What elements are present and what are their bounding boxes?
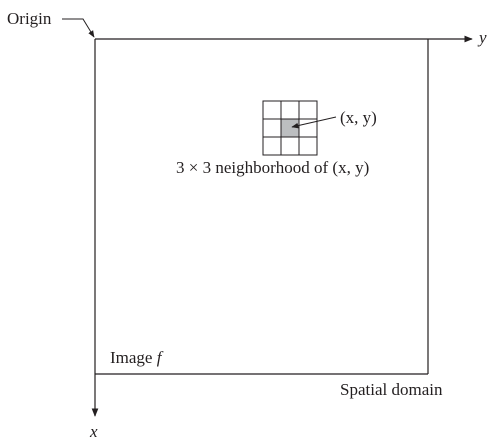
pixel-label: (x, y) — [340, 108, 377, 127]
neighborhood-caption: 3 × 3 neighborhood of (x, y) — [176, 158, 369, 177]
image-symbol: f — [157, 348, 164, 367]
neighborhood-cell — [280, 100, 300, 120]
neighborhood-grid — [262, 100, 318, 156]
pixel-leader-arrow — [291, 116, 337, 129]
origin-label: Origin — [7, 9, 52, 28]
center-pixel-cell — [280, 118, 300, 138]
x-axis-label: x — [89, 422, 98, 441]
neighborhood-cell — [280, 136, 300, 156]
neighborhood-cell — [262, 118, 282, 138]
y-axis-label: y — [477, 28, 487, 47]
neighborhood-cell — [262, 100, 282, 120]
neighborhood-cell — [298, 100, 318, 120]
image-label-text: Image — [110, 348, 157, 367]
image-label: Image f — [110, 348, 164, 367]
neighborhood-cell — [298, 136, 318, 156]
neighborhood-cell — [262, 136, 282, 156]
origin-leader-arrow — [62, 18, 95, 38]
spatial-domain-label: Spatial domain — [340, 380, 443, 399]
